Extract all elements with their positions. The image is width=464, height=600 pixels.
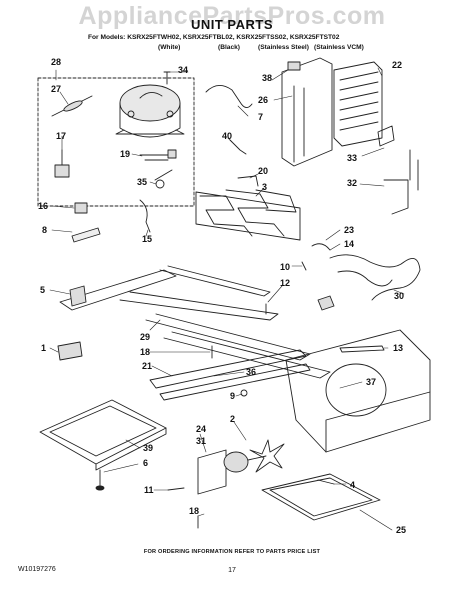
relay <box>54 164 70 178</box>
tube-7 <box>205 85 253 108</box>
document-number: W10197276 <box>18 566 56 573</box>
callout-17: 17 <box>56 131 67 141</box>
compressor-group-box <box>37 77 195 207</box>
callout-19: 19 <box>120 149 131 159</box>
page-title: UNIT PARTS <box>190 17 274 32</box>
screw-10 <box>301 261 307 271</box>
models-line: For Models: KSRX25FTWH02, KSRX25FTBL02, … <box>88 34 340 41</box>
callout-10: 10 <box>280 262 291 272</box>
callout-5: 5 <box>40 285 46 295</box>
callout-1: 1 <box>41 343 47 353</box>
callout-22: 22 <box>392 60 403 70</box>
callout-21: 21 <box>142 361 153 371</box>
callout-39: 39 <box>143 443 154 453</box>
callout-2: 2 <box>230 414 236 424</box>
wire-harness <box>317 254 421 311</box>
fan-blade <box>249 439 285 473</box>
leader-lines <box>49 67 405 531</box>
condenser-coil-3 <box>195 189 301 241</box>
callout-8: 8 <box>42 225 48 235</box>
variant-stainless-steel: (Stainless Steel) <box>258 44 309 51</box>
callout-31: 31 <box>196 436 207 446</box>
base-frame <box>59 265 331 379</box>
callout-37: 37 <box>366 377 377 387</box>
bracket-33 <box>377 125 395 147</box>
callout-18b: 18 <box>189 506 200 516</box>
callout-12: 12 <box>280 278 291 288</box>
clip-20 <box>237 175 259 187</box>
rail-36 <box>149 349 307 389</box>
variant-stainless-vcm: (Stainless VCM) <box>314 44 364 51</box>
callout-9: 9 <box>230 391 236 401</box>
tube-32 <box>383 179 409 215</box>
variant-black: (Black) <box>218 44 240 51</box>
callout-6: 6 <box>143 458 149 468</box>
callout-38: 38 <box>262 73 273 83</box>
callout-18: 18 <box>140 347 151 357</box>
pad-1 <box>57 341 83 361</box>
callout-15: 15 <box>142 234 153 244</box>
callout-40: 40 <box>222 131 233 141</box>
callout-36: 36 <box>246 367 257 377</box>
evaporator-housing <box>281 57 333 167</box>
watermark: AppliancePartsPros.com <box>78 2 386 30</box>
callout-34: 34 <box>178 65 189 75</box>
callout-29: 29 <box>140 332 151 342</box>
part-8 <box>71 227 101 243</box>
variant-white: (White) <box>158 44 181 51</box>
ordering-footer: FOR ORDERING INFORMATION REFER TO PARTS … <box>143 549 321 555</box>
callout-25: 25 <box>396 525 407 535</box>
foot-6 <box>95 485 105 491</box>
part-5 <box>69 285 87 307</box>
clip-9 <box>240 389 248 397</box>
fan-motor <box>197 449 267 495</box>
fan-shroud <box>285 329 431 453</box>
callout-3: 3 <box>262 182 268 192</box>
callout-27: 27 <box>51 84 62 94</box>
compressor <box>115 84 185 138</box>
overload-probe <box>51 95 93 117</box>
page-number: 17 <box>228 567 236 574</box>
callout-26: 26 <box>258 95 269 105</box>
part-16 <box>74 202 88 214</box>
callout-28: 28 <box>51 57 62 67</box>
clip-23 <box>311 243 331 251</box>
callout-33: 33 <box>347 153 358 163</box>
callout-24: 24 <box>196 424 207 434</box>
tube-40 <box>229 139 247 155</box>
screw-13 <box>339 345 385 353</box>
drain-pan <box>39 399 167 471</box>
callout-7: 7 <box>258 112 264 122</box>
drain-pan-25 <box>261 473 381 521</box>
callout-20: 20 <box>258 166 269 176</box>
part-15 <box>139 199 151 233</box>
callout-14: 14 <box>344 239 355 249</box>
callout-30: 30 <box>394 291 405 301</box>
callout-32: 32 <box>347 178 358 188</box>
callout-11: 11 <box>144 485 154 495</box>
callout-13: 13 <box>393 343 404 353</box>
condenser-coil <box>333 61 383 147</box>
callout-35: 35 <box>137 177 148 187</box>
callout-23: 23 <box>344 225 355 235</box>
callout-16: 16 <box>38 201 49 211</box>
callout-4: 4 <box>350 480 356 490</box>
